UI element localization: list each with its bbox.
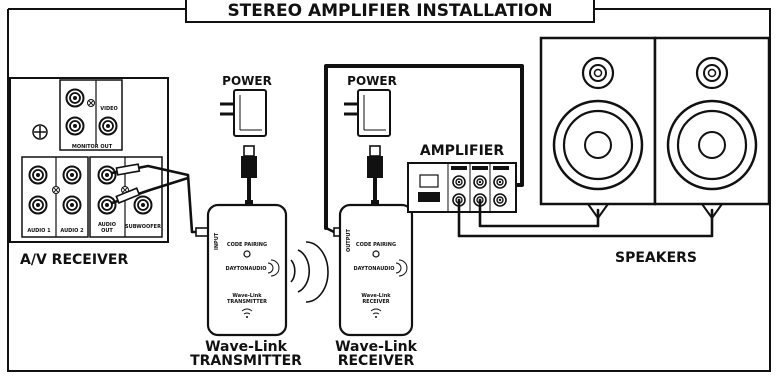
- wireless-signal-icon: [370, 308, 382, 318]
- speaker-cone-icon: [552, 99, 644, 191]
- rca-jack-icon: [65, 116, 85, 136]
- receiver-device: OUTPUT CODE PAIRING DAYTONAUDIO Wave-Lin…: [338, 203, 414, 337]
- transmitter-device: INPUT CODE PAIRING DAYTONAUDIO Wave-Link…: [206, 203, 288, 337]
- audio-out-label-1: AUDIO: [98, 222, 116, 228]
- audio-out-label-2: OUT: [101, 228, 113, 234]
- monitor-out-label: MONITOR OUT: [72, 144, 113, 150]
- rca-jack-icon: [97, 165, 117, 185]
- rca-jack-icon: [97, 195, 117, 215]
- audio2-label: AUDIO 2: [60, 228, 84, 234]
- speaker-right: [653, 36, 771, 220]
- power-adapter-icon: [220, 89, 267, 137]
- svg-text:TRANSMITTER: TRANSMITTER: [190, 353, 302, 369]
- speaker-cone-icon: [666, 99, 758, 191]
- power-cable-left: [241, 145, 257, 206]
- rca-jack-icon: [493, 175, 507, 189]
- power-cable-right: [367, 145, 383, 206]
- receiver-pairing-label: CODE PAIRING: [356, 242, 396, 248]
- svg-text:RECEIVER: RECEIVER: [338, 353, 415, 369]
- page-title: STEREO AMPLIFIER INSTALLATION: [227, 1, 552, 21]
- rca-jack-icon: [452, 175, 466, 189]
- transmitter-model: Wave-Link: [232, 293, 262, 299]
- speaker-left: [539, 36, 657, 220]
- wireless-signal-icon: [241, 308, 253, 318]
- rca-jack-icon: [62, 165, 82, 185]
- receiver-brand: DAYTONAUDIO: [353, 266, 394, 272]
- power-left-label: POWER: [222, 74, 272, 88]
- svg-text:Wave-Link: Wave-Link: [205, 339, 288, 355]
- rca-jack-icon: [28, 165, 48, 185]
- amplifier-label: AMPLIFIER: [420, 143, 504, 159]
- screw-icon: [32, 124, 48, 140]
- transmitter-type: TRANSMITTER: [227, 299, 267, 305]
- title-box: STEREO AMPLIFIER INSTALLATION: [185, 0, 595, 23]
- transmitter-label: Wave-Link TRANSMITTER: [190, 339, 302, 369]
- outer-frame: [7, 8, 771, 372]
- rca-jack-icon: [62, 195, 82, 215]
- amplifier-panel: [407, 162, 517, 213]
- transmitter-brand: DAYTONAUDIO: [225, 266, 266, 272]
- receiver-type: RECEIVER: [362, 299, 389, 305]
- av-receiver-panel: VIDEO MONITOR OUT AUDIO 1 AUDIO 2 AUDIO …: [9, 77, 169, 243]
- rca-jack-icon: [98, 116, 118, 136]
- power-adapter-icon: [344, 89, 391, 137]
- video-label: VIDEO: [100, 106, 118, 112]
- rca-jack-icon: [493, 193, 507, 207]
- rca-jack-icon: [28, 195, 48, 215]
- subwoofer-label: SUBWOOFER: [125, 224, 161, 230]
- rca-jack-icon: [473, 175, 487, 189]
- av-receiver-label: A/V RECEIVER: [20, 252, 128, 268]
- transmitter-port-label: INPUT: [214, 232, 220, 250]
- audio1-label: AUDIO 1: [27, 228, 51, 234]
- rca-jack-icon: [133, 195, 153, 215]
- transmitter-pairing-label: CODE PAIRING: [227, 242, 267, 248]
- svg-text:Wave-Link: Wave-Link: [335, 339, 418, 355]
- speakers-label: SPEAKERS: [615, 250, 697, 266]
- power-right-label: POWER: [347, 74, 397, 88]
- wireless-signal-icon: [290, 241, 329, 303]
- receiver-label: Wave-Link RECEIVER: [335, 339, 418, 369]
- receiver-model: Wave-Link: [361, 293, 391, 299]
- rca-jack-icon: [65, 88, 85, 108]
- receiver-port-label: OUTPUT: [346, 229, 352, 252]
